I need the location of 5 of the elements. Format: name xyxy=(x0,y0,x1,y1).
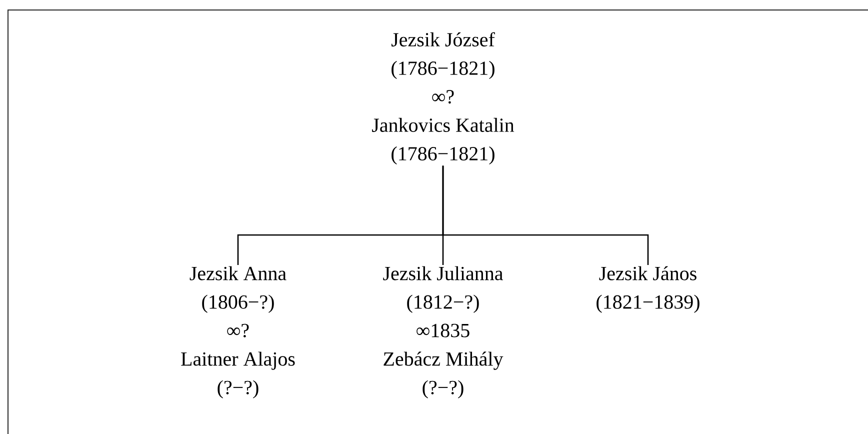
person-entry: Jezsik József (1786−1821) ∞? Jankovics Katalin (1786−1821) xyxy=(372,32,514,165)
person-entry: Jezsik János (1821−1839) xyxy=(596,266,700,313)
person-entry: Jezsik Julianna (1812−?) ∞1835 Zebácz Mihály (?−?) xyxy=(383,266,504,398)
tree-line xyxy=(442,166,649,265)
person-entry: Jezsik Anna (1806−?) ∞? Laitner Alajos (?−?) xyxy=(181,266,295,398)
